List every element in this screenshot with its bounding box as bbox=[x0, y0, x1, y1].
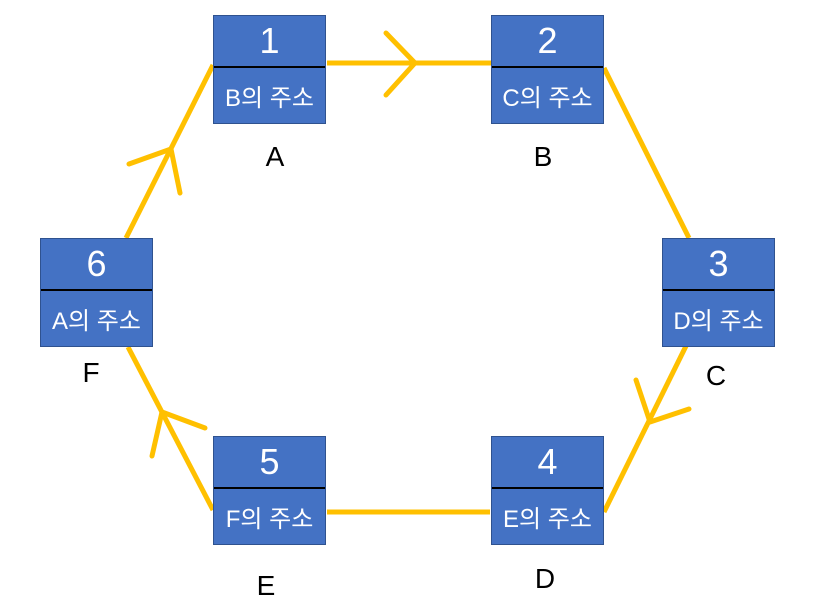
node-d-label: D bbox=[534, 563, 556, 594]
node-d: 4 E의 주소 bbox=[491, 436, 604, 545]
node-a-number: 1 bbox=[214, 16, 325, 68]
node-f: 6 A의 주소 bbox=[40, 238, 153, 347]
node-d-pointer: E의 주소 bbox=[503, 506, 592, 533]
edge-b-c-line bbox=[601, 66, 692, 240]
edge-c-d-line bbox=[601, 344, 689, 514]
node-d-number: 4 bbox=[492, 437, 603, 489]
edge-f-a-arrowhead-icon bbox=[126, 146, 183, 196]
node-c-number: 3 bbox=[663, 239, 774, 291]
node-a: 1 B의 주소 bbox=[213, 15, 326, 124]
edge-c-d-arrowhead-icon bbox=[633, 377, 692, 425]
node-c-pointer: D의 주소 bbox=[673, 308, 764, 335]
edge-e-f-line bbox=[125, 345, 216, 512]
node-b: 2 C의 주소 bbox=[491, 15, 604, 124]
node-a-label: A bbox=[265, 141, 285, 172]
node-f-label: F bbox=[82, 357, 100, 388]
node-f-number: 6 bbox=[41, 239, 152, 291]
node-e-number: 5 bbox=[214, 437, 325, 489]
edge-e-f-arrowhead-icon bbox=[149, 409, 208, 459]
node-e: 5 F의 주소 bbox=[213, 436, 326, 545]
node-e-pointer: F의 주소 bbox=[225, 506, 314, 533]
node-a-pointer: B의 주소 bbox=[225, 85, 314, 112]
node-b-number: 2 bbox=[492, 16, 603, 68]
edge-a-b-arrowhead-icon bbox=[383, 30, 418, 98]
node-e-label: E bbox=[256, 570, 276, 601]
node-c: 3 D의 주소 bbox=[662, 238, 775, 347]
node-c-label: C bbox=[705, 360, 727, 391]
node-b-pointer: C의 주소 bbox=[502, 85, 593, 112]
node-f-pointer: A의 주소 bbox=[52, 308, 141, 335]
node-b-label: B bbox=[533, 141, 553, 172]
